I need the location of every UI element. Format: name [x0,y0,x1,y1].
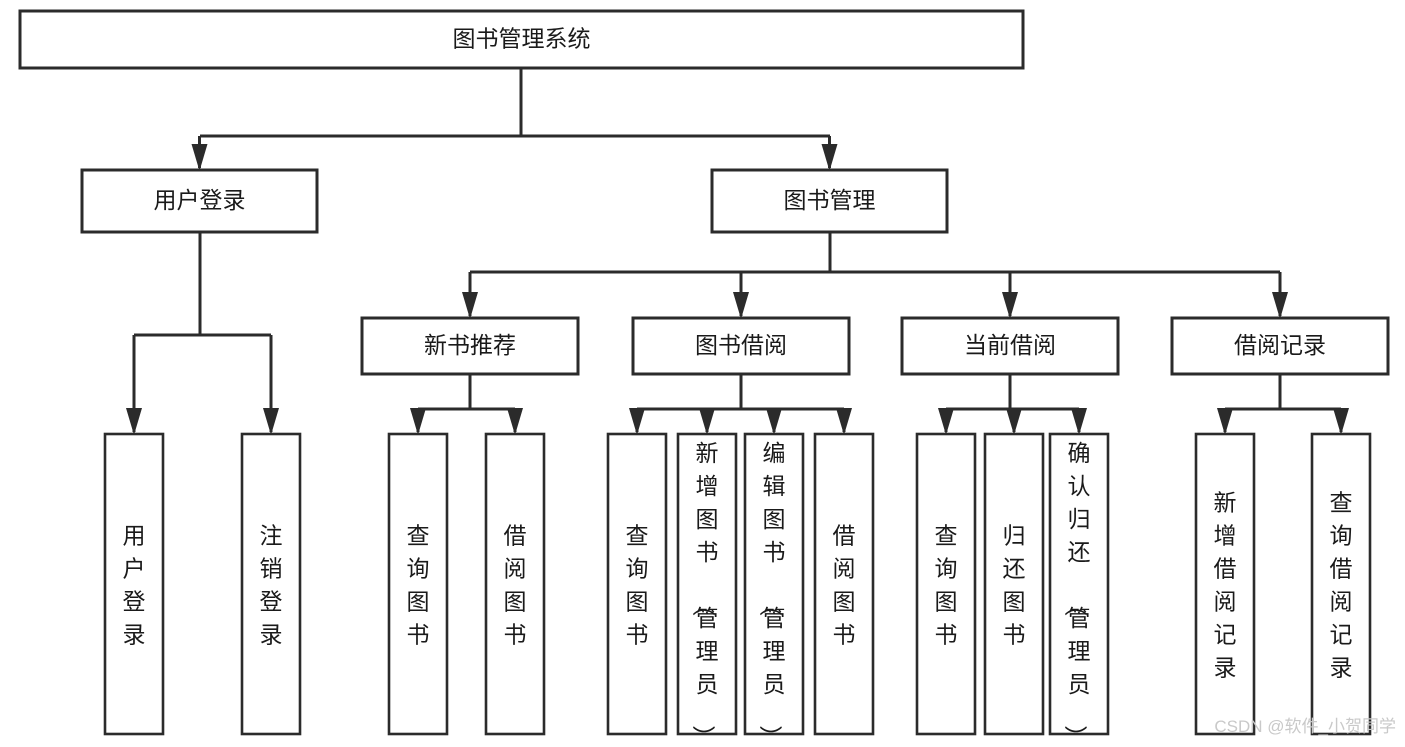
edge-root-to-book-manage [821,136,838,171]
node-l2-book-manage[interactable]: 图书管理 [710,168,949,234]
node-l3-borrow-record[interactable]: 借阅记录 [1170,316,1390,376]
node-label: 编辑图书（管理员） [758,440,786,747]
node-leaf-leaf-cur-query[interactable]: 查询图书 [915,432,977,736]
node-leaf-leaf-rec-borrow[interactable]: 借阅图书 [484,432,546,736]
node-label: 确认归还（管理员） [1063,440,1091,747]
connector-bus-book-borrow [637,374,844,411]
connector-bus-current-borrow [946,374,1079,411]
node-leaf-leaf-user-logout[interactable]: 注销登录 [240,432,302,736]
edge-book-borrow-to-leaf-borrow-lend [836,408,852,435]
node-label: 查询图书 [407,523,430,648]
csdn-watermark: CSDN @软件_小贺同学 [1214,717,1396,736]
node-l2-user-login[interactable]: 用户登录 [80,168,319,234]
node-leaf-leaf-borrow-edit[interactable]: 编辑图书（管理员） [743,432,805,747]
connector-bus-new-book-rec [418,374,515,411]
node-layer: 图书管理系统用户登录图书管理新书推荐图书借阅当前借阅借阅记录用户登录注销登录查询… [18,9,1390,747]
node-box [900,316,1120,376]
node-leaf-leaf-borrow-query[interactable]: 查询图书 [606,432,668,736]
node-box [915,432,977,736]
node-label: 借阅记录 [1234,332,1326,358]
node-leaf-leaf-cur-confirm[interactable]: 确认归还（管理员） [1048,432,1110,747]
node-l3-new-book-rec[interactable]: 新书推荐 [360,316,580,376]
connector-bus-borrow-record [1225,374,1341,411]
node-label: 查询图书 [935,523,958,648]
edge-current-borrow-to-leaf-cur-query [938,408,954,435]
edge-book-manage-to-book-borrow [733,272,749,319]
edge-root-to-user-login [191,136,208,171]
node-leaf-leaf-rec-search[interactable]: 查询借阅记录 [1310,432,1372,736]
node-label: 借阅图书 [504,523,527,648]
connector-bus-book-manage [470,232,1280,274]
node-label: 新书推荐 [424,332,516,358]
node-leaf-leaf-cur-return[interactable]: 归还图书 [983,432,1045,736]
node-box [710,168,949,234]
node-label: 新增借阅记录 [1214,490,1237,681]
node-box [360,316,580,376]
edge-borrow-record-to-leaf-rec-search [1333,408,1349,435]
node-label: 新增图书（管理员） [691,440,719,747]
edge-book-borrow-to-leaf-borrow-query [629,408,645,435]
node-label: 当前借阅 [964,332,1056,358]
node-box [18,9,1025,70]
node-box [983,432,1045,736]
node-leaf-leaf-user-login[interactable]: 用户登录 [103,432,165,736]
node-label: 归还图书 [1003,523,1026,648]
edge-current-borrow-to-leaf-cur-return [1006,408,1022,435]
edge-book-manage-to-new-book-rec [462,272,478,319]
connector-bus-user-login [134,232,271,337]
node-leaf-leaf-rec-query[interactable]: 查询图书 [387,432,449,736]
node-l3-book-borrow[interactable]: 图书借阅 [631,316,851,376]
node-l3-current-borrow[interactable]: 当前借阅 [900,316,1120,376]
node-label: 图书管理 [784,187,876,213]
node-label: 用户登录 [123,523,146,648]
node-label: 图书管理系统 [453,26,591,52]
node-box [387,432,449,736]
node-root-图书管理系统[interactable]: 图书管理系统 [18,9,1025,70]
edge-book-borrow-to-leaf-borrow-edit [766,408,782,435]
node-label: 查询借阅记录 [1330,490,1353,681]
node-leaf-leaf-borrow-add[interactable]: 新增图书（管理员） [676,432,738,747]
connector-layer [126,68,1349,435]
node-leaf-leaf-borrow-lend[interactable]: 借阅图书 [813,432,875,736]
node-box [80,168,319,234]
edge-user-login-to-leaf-user-logout [263,335,279,435]
connector-bus-root [200,68,830,138]
node-box [606,432,668,736]
node-box [1194,432,1256,736]
node-label: 借阅图书 [833,523,856,648]
edge-user-login-to-leaf-user-login [126,335,142,435]
node-box [103,432,165,736]
edge-new-book-rec-to-leaf-rec-borrow [507,408,523,435]
node-box [813,432,875,736]
node-box [484,432,546,736]
node-label: 用户登录 [154,187,246,213]
node-box [1310,432,1372,736]
node-label: 注销登录 [260,523,283,648]
edge-current-borrow-to-leaf-cur-confirm [1071,408,1087,435]
edge-book-manage-to-borrow-record [1272,272,1288,319]
edge-book-manage-to-current-borrow [1002,272,1018,319]
node-box [240,432,302,736]
edge-book-borrow-to-leaf-borrow-add [699,408,715,435]
node-box [676,432,738,736]
node-label: 查询图书 [626,523,649,648]
node-label: 图书借阅 [695,332,787,358]
node-box [631,316,851,376]
node-box [743,432,805,736]
node-box [1048,432,1110,736]
edge-borrow-record-to-leaf-rec-add [1217,408,1233,435]
edge-new-book-rec-to-leaf-rec-query [410,408,426,435]
node-leaf-leaf-rec-add[interactable]: 新增借阅记录 [1194,432,1256,736]
node-box [1170,316,1390,376]
